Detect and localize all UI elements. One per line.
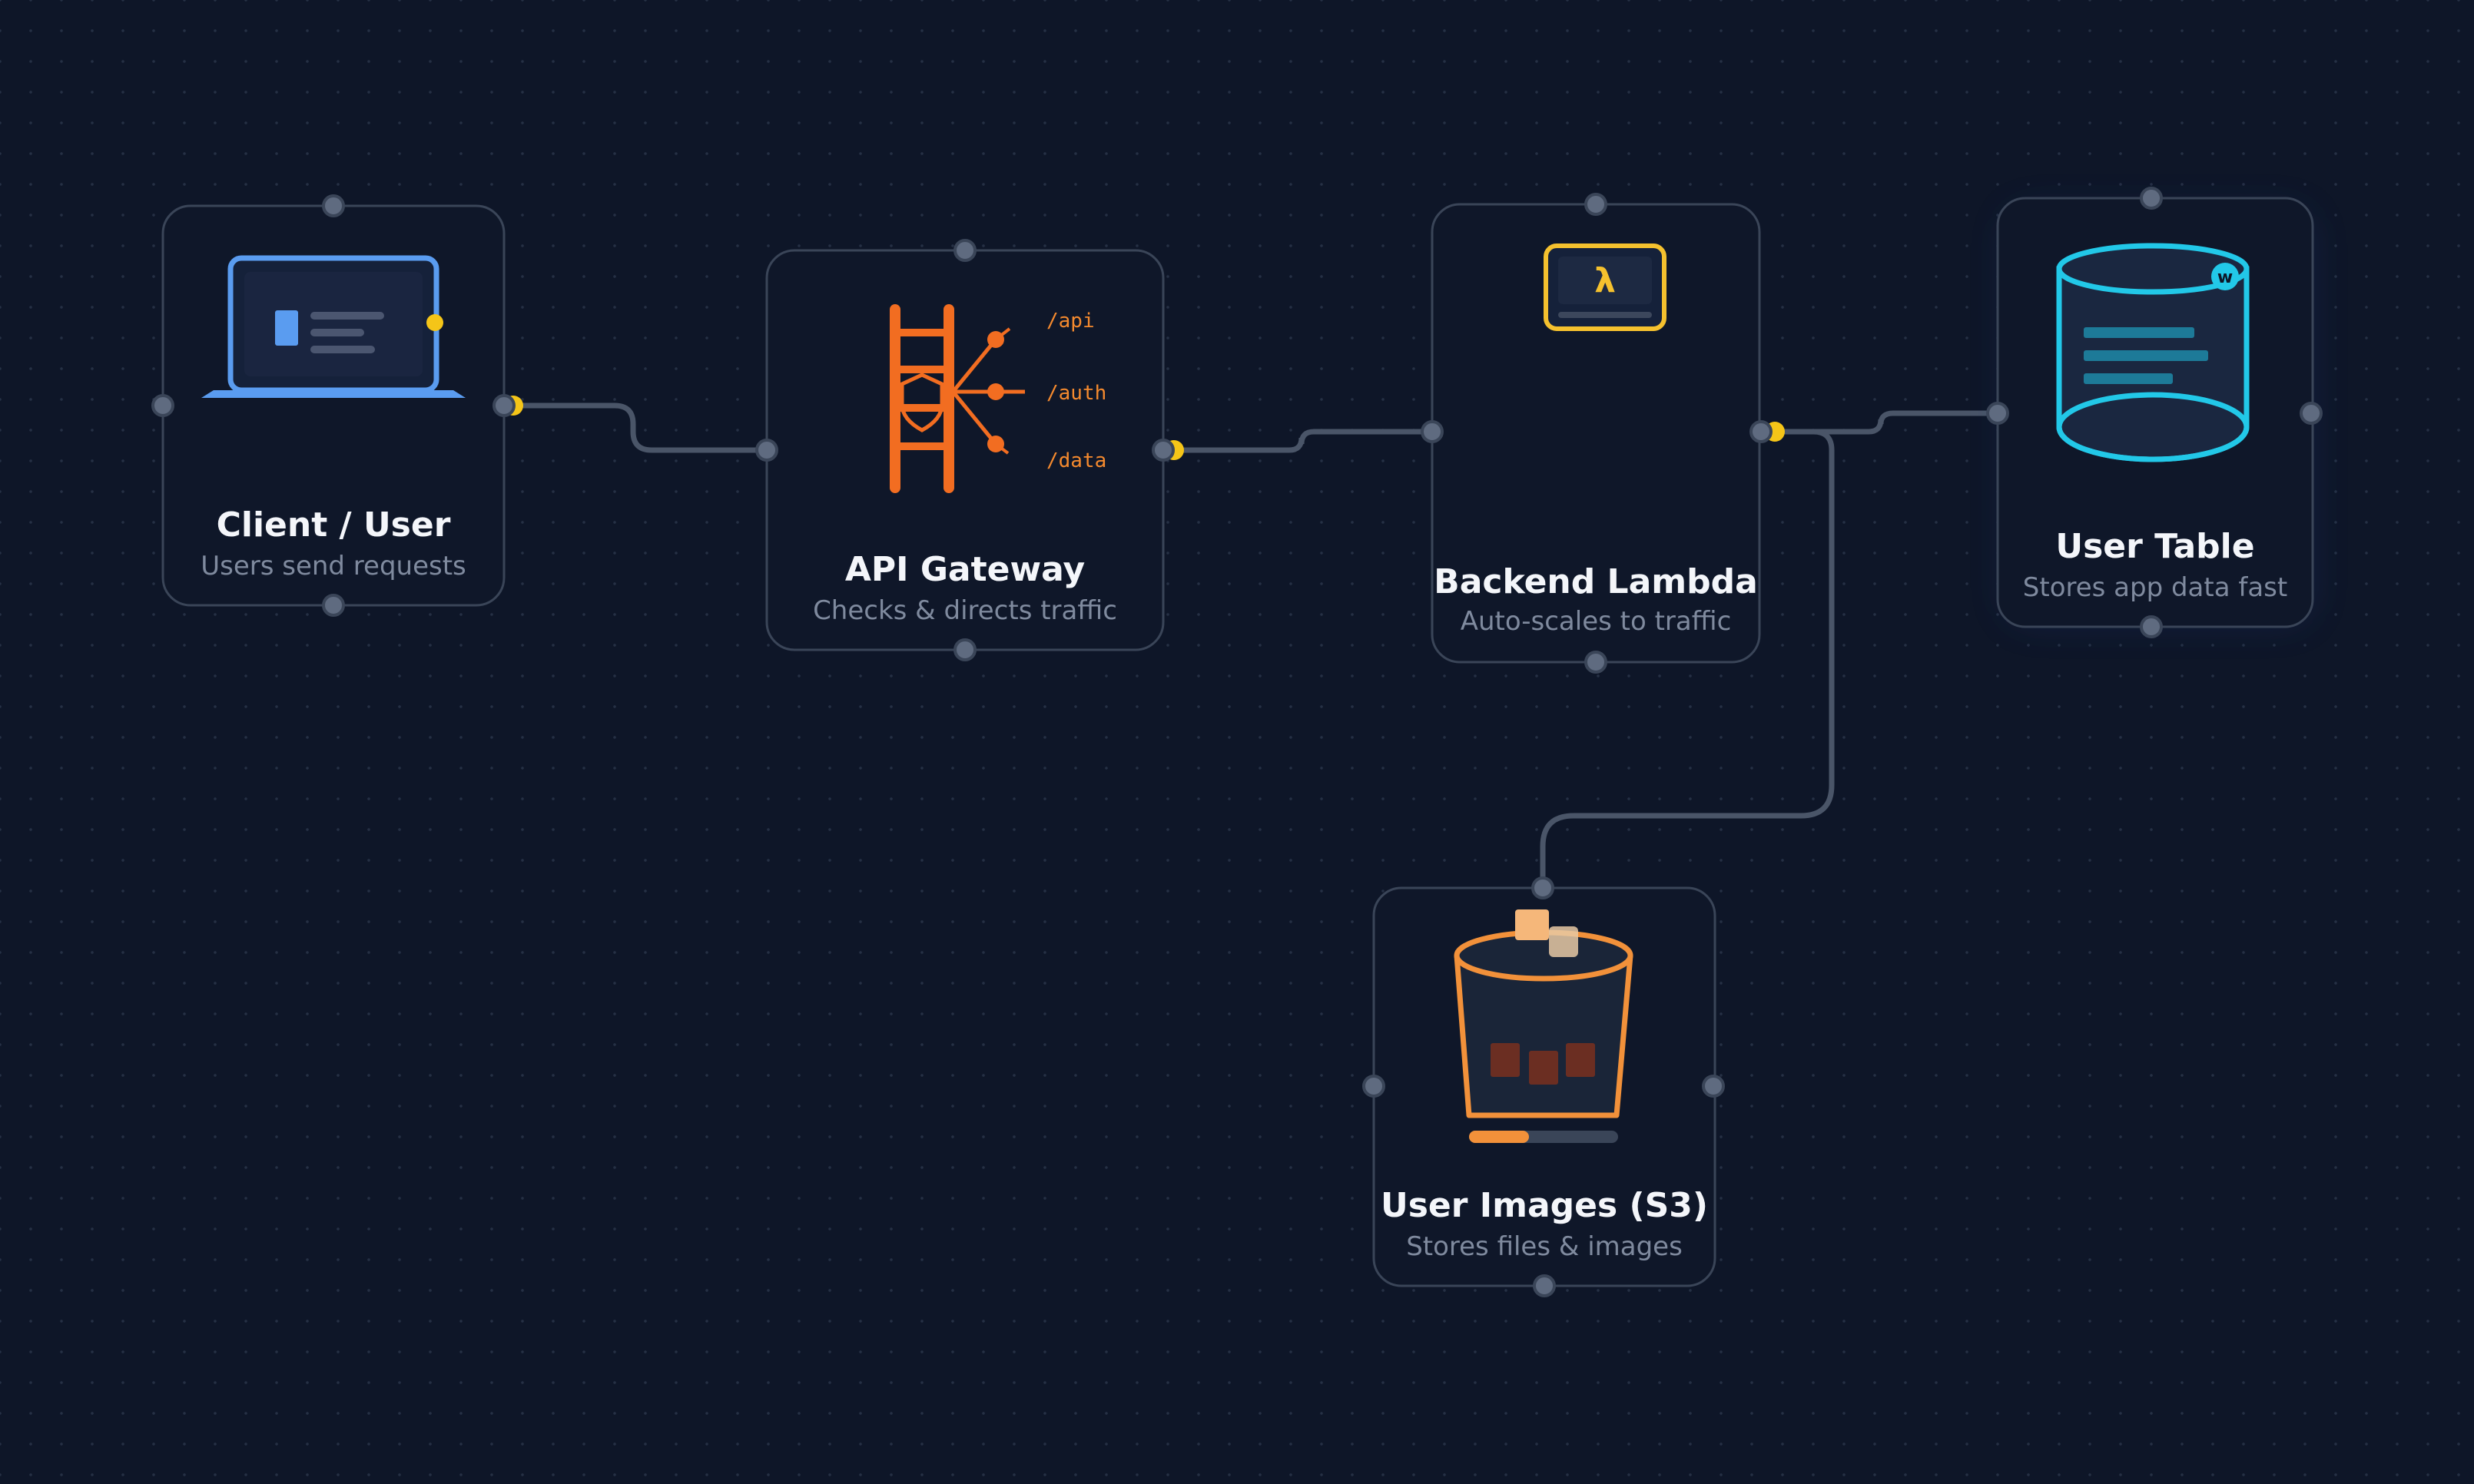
- lambda-glyph: λ: [1594, 261, 1616, 300]
- port-right[interactable]: [1152, 439, 1175, 462]
- node-table[interactable]: w User Table Stores app data fast: [1986, 187, 2323, 638]
- node-title: Client / User: [217, 505, 451, 545]
- port-bottom[interactable]: [322, 594, 345, 617]
- route-label-api: /api: [1046, 310, 1095, 333]
- edge-client-to-gateway[interactable]: [501, 402, 770, 453]
- port-left[interactable]: [1362, 1075, 1385, 1098]
- node-title: User Table: [2055, 527, 2254, 566]
- port-bottom[interactable]: [1533, 1274, 1556, 1297]
- port-left[interactable]: [755, 439, 778, 462]
- port-right[interactable]: [492, 394, 516, 417]
- node-images[interactable]: User Images (S3) Stores files & images: [1362, 876, 1725, 1297]
- gateway-ladder-icon: [890, 304, 1025, 493]
- port-top[interactable]: [1584, 193, 1607, 216]
- node-title: User Images (S3): [1381, 1186, 1708, 1225]
- connectors: [501, 402, 2001, 891]
- node-title: Backend Lambda: [1434, 562, 1758, 601]
- database-cylinder-icon: w: [2056, 243, 2250, 462]
- laptop-icon: [201, 255, 466, 398]
- badge-icon: [2211, 263, 2239, 290]
- route-label-auth: /auth: [1046, 382, 1106, 405]
- badge-label: w: [2217, 268, 2233, 287]
- port-bottom[interactable]: [2140, 615, 2163, 638]
- port-left[interactable]: [151, 394, 174, 417]
- node-title: API Gateway: [845, 550, 1085, 589]
- node-lambda[interactable]: λ Backend Lambda Auto-scales to traffic: [1421, 193, 1785, 674]
- bucket-icon: [1454, 909, 1633, 1118]
- port-right[interactable]: [1702, 1075, 1725, 1098]
- port-right[interactable]: [1749, 420, 1773, 443]
- node-subtitle: Checks & directs traffic: [813, 595, 1117, 626]
- port-top[interactable]: [1531, 876, 1554, 899]
- edge-lambda-to-images[interactable]: [1540, 429, 1835, 891]
- node-gateway[interactable]: /api /auth /data API Gateway Checks & di…: [755, 239, 1184, 661]
- node-subtitle: Users send requests: [201, 551, 466, 581]
- port-top[interactable]: [2140, 187, 2163, 210]
- node-client[interactable]: Client / User Users send requests: [151, 194, 523, 617]
- upload-progress-bar: [1469, 1131, 1618, 1143]
- lambda-icon: λ: [1544, 243, 1666, 331]
- port-bottom[interactable]: [953, 638, 977, 661]
- port-left[interactable]: [1421, 420, 1444, 443]
- port-top[interactable]: [953, 239, 977, 262]
- node-subtitle: Stores app data fast: [2023, 572, 2287, 603]
- edge-gateway-to-lambda[interactable]: [1160, 429, 1435, 453]
- port-left[interactable]: [1986, 402, 2009, 425]
- progress-fill: [1469, 1131, 1529, 1143]
- port-right[interactable]: [2300, 402, 2323, 425]
- port-bottom[interactable]: [1584, 651, 1607, 674]
- node-subtitle: Auto-scales to traffic: [1461, 606, 1732, 637]
- edge-lambda-to-table[interactable]: [1756, 410, 2001, 435]
- port-top[interactable]: [322, 194, 345, 217]
- route-label-data: /data: [1046, 449, 1106, 472]
- node-subtitle: Stores files & images: [1406, 1231, 1683, 1262]
